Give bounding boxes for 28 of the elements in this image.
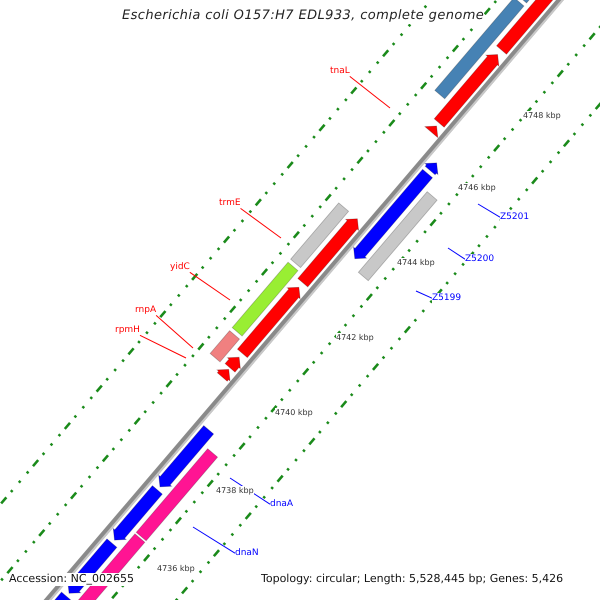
genome-info-text: Topology: circular; Length: 5,528,445 bp; Genes: 5,426 xyxy=(261,573,564,586)
tick-label: 4742 kbp xyxy=(336,333,374,342)
gene-label: Z5199 xyxy=(432,293,462,304)
leader-line xyxy=(240,208,282,238)
accession-text: Accession: NC_002655 xyxy=(9,573,134,586)
gene-label: rnpA xyxy=(135,305,156,316)
map-title: Escherichia coli O157:H7 EDL933, complete genome xyxy=(122,9,484,24)
tick-label: 4744 kbp xyxy=(397,258,435,268)
gene-label: Z5200 xyxy=(465,254,494,264)
gene-label: dnaA xyxy=(270,499,294,510)
gene-label: Z5201 xyxy=(500,212,530,222)
tick-label: 4740 kbp xyxy=(275,408,313,418)
tick-label: 4738 kbp xyxy=(216,486,254,496)
gene-label: yidC xyxy=(170,262,190,272)
leader-line xyxy=(416,290,432,299)
leader-line xyxy=(156,314,194,348)
leader-line xyxy=(192,526,236,554)
tick-label: 4746 kbp xyxy=(458,183,496,192)
leader-line xyxy=(448,248,466,260)
leader-line xyxy=(349,76,390,108)
tick-label: 4736 kbp xyxy=(157,564,195,574)
leader-line xyxy=(189,272,230,300)
gene-label: rpmH xyxy=(115,325,140,336)
gene-label: tnaL xyxy=(330,66,350,76)
leader-line xyxy=(478,204,500,218)
tick-label: 4748 kbp xyxy=(523,111,561,120)
leader-line xyxy=(139,334,186,358)
gene-label: dnaN xyxy=(235,548,259,558)
